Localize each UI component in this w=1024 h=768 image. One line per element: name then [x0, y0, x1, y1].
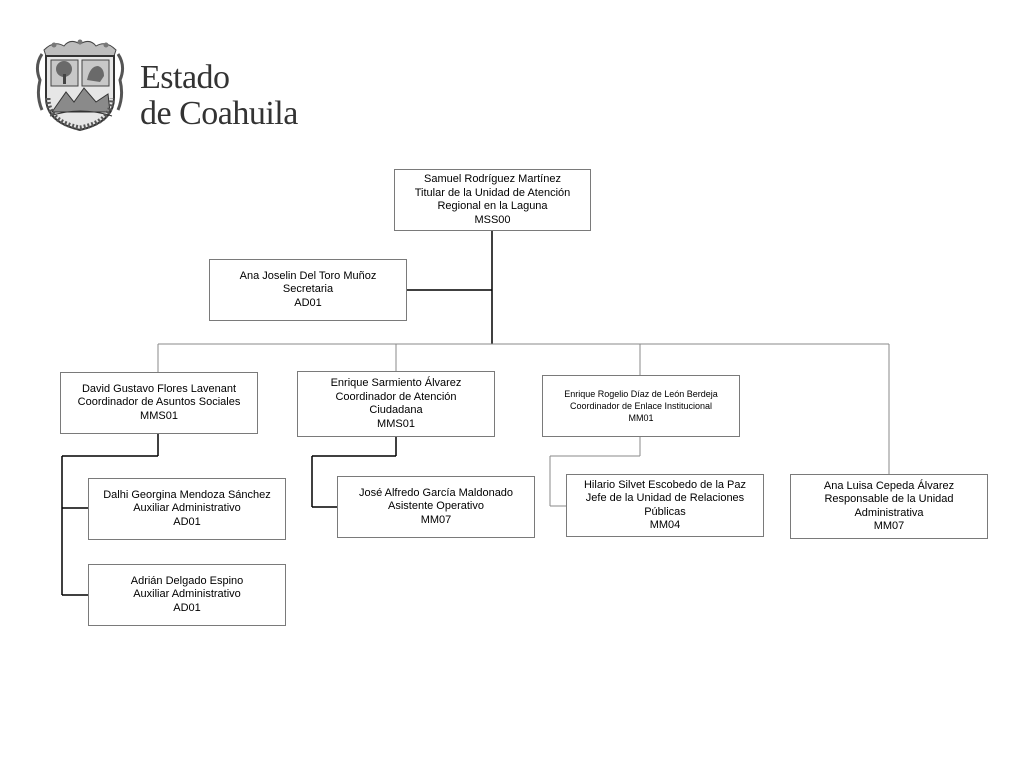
- node-name: Dalhi Georgina Mendoza Sánchez: [103, 488, 271, 501]
- node-title: Coordinador de Atención: [335, 390, 457, 403]
- node-code: MM07: [873, 520, 905, 532]
- node-title: Jefe de la Unidad de Relaciones: [585, 492, 745, 504]
- coahuila-coat-of-arms-icon: [35, 39, 125, 132]
- node-title-2: Administrativa: [854, 506, 924, 519]
- node-code: MM01: [628, 413, 654, 423]
- org-node-coordinator-social: David Gustavo Flores Lavenant Coordinado…: [60, 372, 258, 434]
- brand-line-1: Estado: [140, 59, 230, 96]
- node-title: Auxiliar Administrativo: [133, 502, 241, 515]
- org-node-head: Samuel Rodríguez Martínez Titular de la …: [394, 169, 591, 231]
- node-name: Ana Joselin Del Toro Muñoz: [239, 269, 377, 282]
- org-node-public-relations: Hilario Silvet Escobedo de la Paz Jefe d…: [566, 474, 764, 537]
- node-title-2: Ciudadana: [369, 404, 423, 416]
- node-title: Auxiliar Administrativo: [133, 588, 241, 601]
- node-code: MM04: [649, 519, 681, 531]
- org-node-admin-responsible: Ana Luisa Cepeda Álvarez Responsable de …: [790, 474, 988, 539]
- node-code: AD01: [173, 515, 201, 528]
- node-name: Hilario Silvet Escobedo de la Paz: [583, 478, 747, 491]
- node-title: Coordinador de Asuntos Sociales: [77, 396, 241, 409]
- node-name: Ana Luisa Cepeda Álvarez: [823, 479, 955, 492]
- node-code: MMS01: [140, 409, 178, 422]
- node-code: MMS01: [377, 417, 415, 430]
- node-code: MM07: [420, 513, 452, 526]
- org-node-coordinator-citizen: Enrique Sarmiento Álvarez Coordinador de…: [297, 371, 495, 437]
- node-title: Secretaria: [282, 283, 334, 296]
- node-title: Titular de la Unidad de Atención: [414, 186, 571, 199]
- node-name: Adrián Delgado Espino: [130, 574, 244, 587]
- node-name: Enrique Rogelio Díaz de León Berdeja: [564, 389, 718, 399]
- brand-title: Estado de Coahuila: [140, 60, 298, 132]
- org-node-aux-2: Adrián Delgado Espino Auxiliar Administr…: [88, 564, 286, 626]
- node-name: David Gustavo Flores Lavenant: [81, 382, 237, 395]
- node-code: AD01: [173, 601, 201, 614]
- node-code: AD01: [294, 296, 322, 309]
- node-title: Responsable de la Unidad: [824, 493, 954, 505]
- node-name: Enrique Sarmiento Álvarez: [330, 377, 462, 389]
- node-title: Asistente Operativo: [388, 500, 484, 513]
- brand-line-2: de Coahuila: [140, 95, 298, 132]
- node-title-2: Públicas: [644, 505, 686, 518]
- org-node-aux-1: Dalhi Georgina Mendoza Sánchez Auxiliar …: [88, 478, 286, 540]
- org-node-assistant: José Alfredo García Maldonado Asistente …: [337, 476, 535, 538]
- node-code: MSS00: [474, 213, 511, 226]
- node-title: Coordinador de Enlace Institucional: [569, 401, 713, 411]
- node-title-2: Regional en la Laguna: [437, 200, 548, 212]
- org-node-secretary: Ana Joselin Del Toro Muñoz Secretaria AD…: [209, 259, 407, 321]
- org-node-coordinator-institutional: Enrique Rogelio Díaz de León Berdeja Coo…: [542, 375, 740, 437]
- node-name: José Alfredo García Maldonado: [358, 486, 514, 499]
- node-name: Samuel Rodríguez Martínez: [424, 173, 561, 185]
